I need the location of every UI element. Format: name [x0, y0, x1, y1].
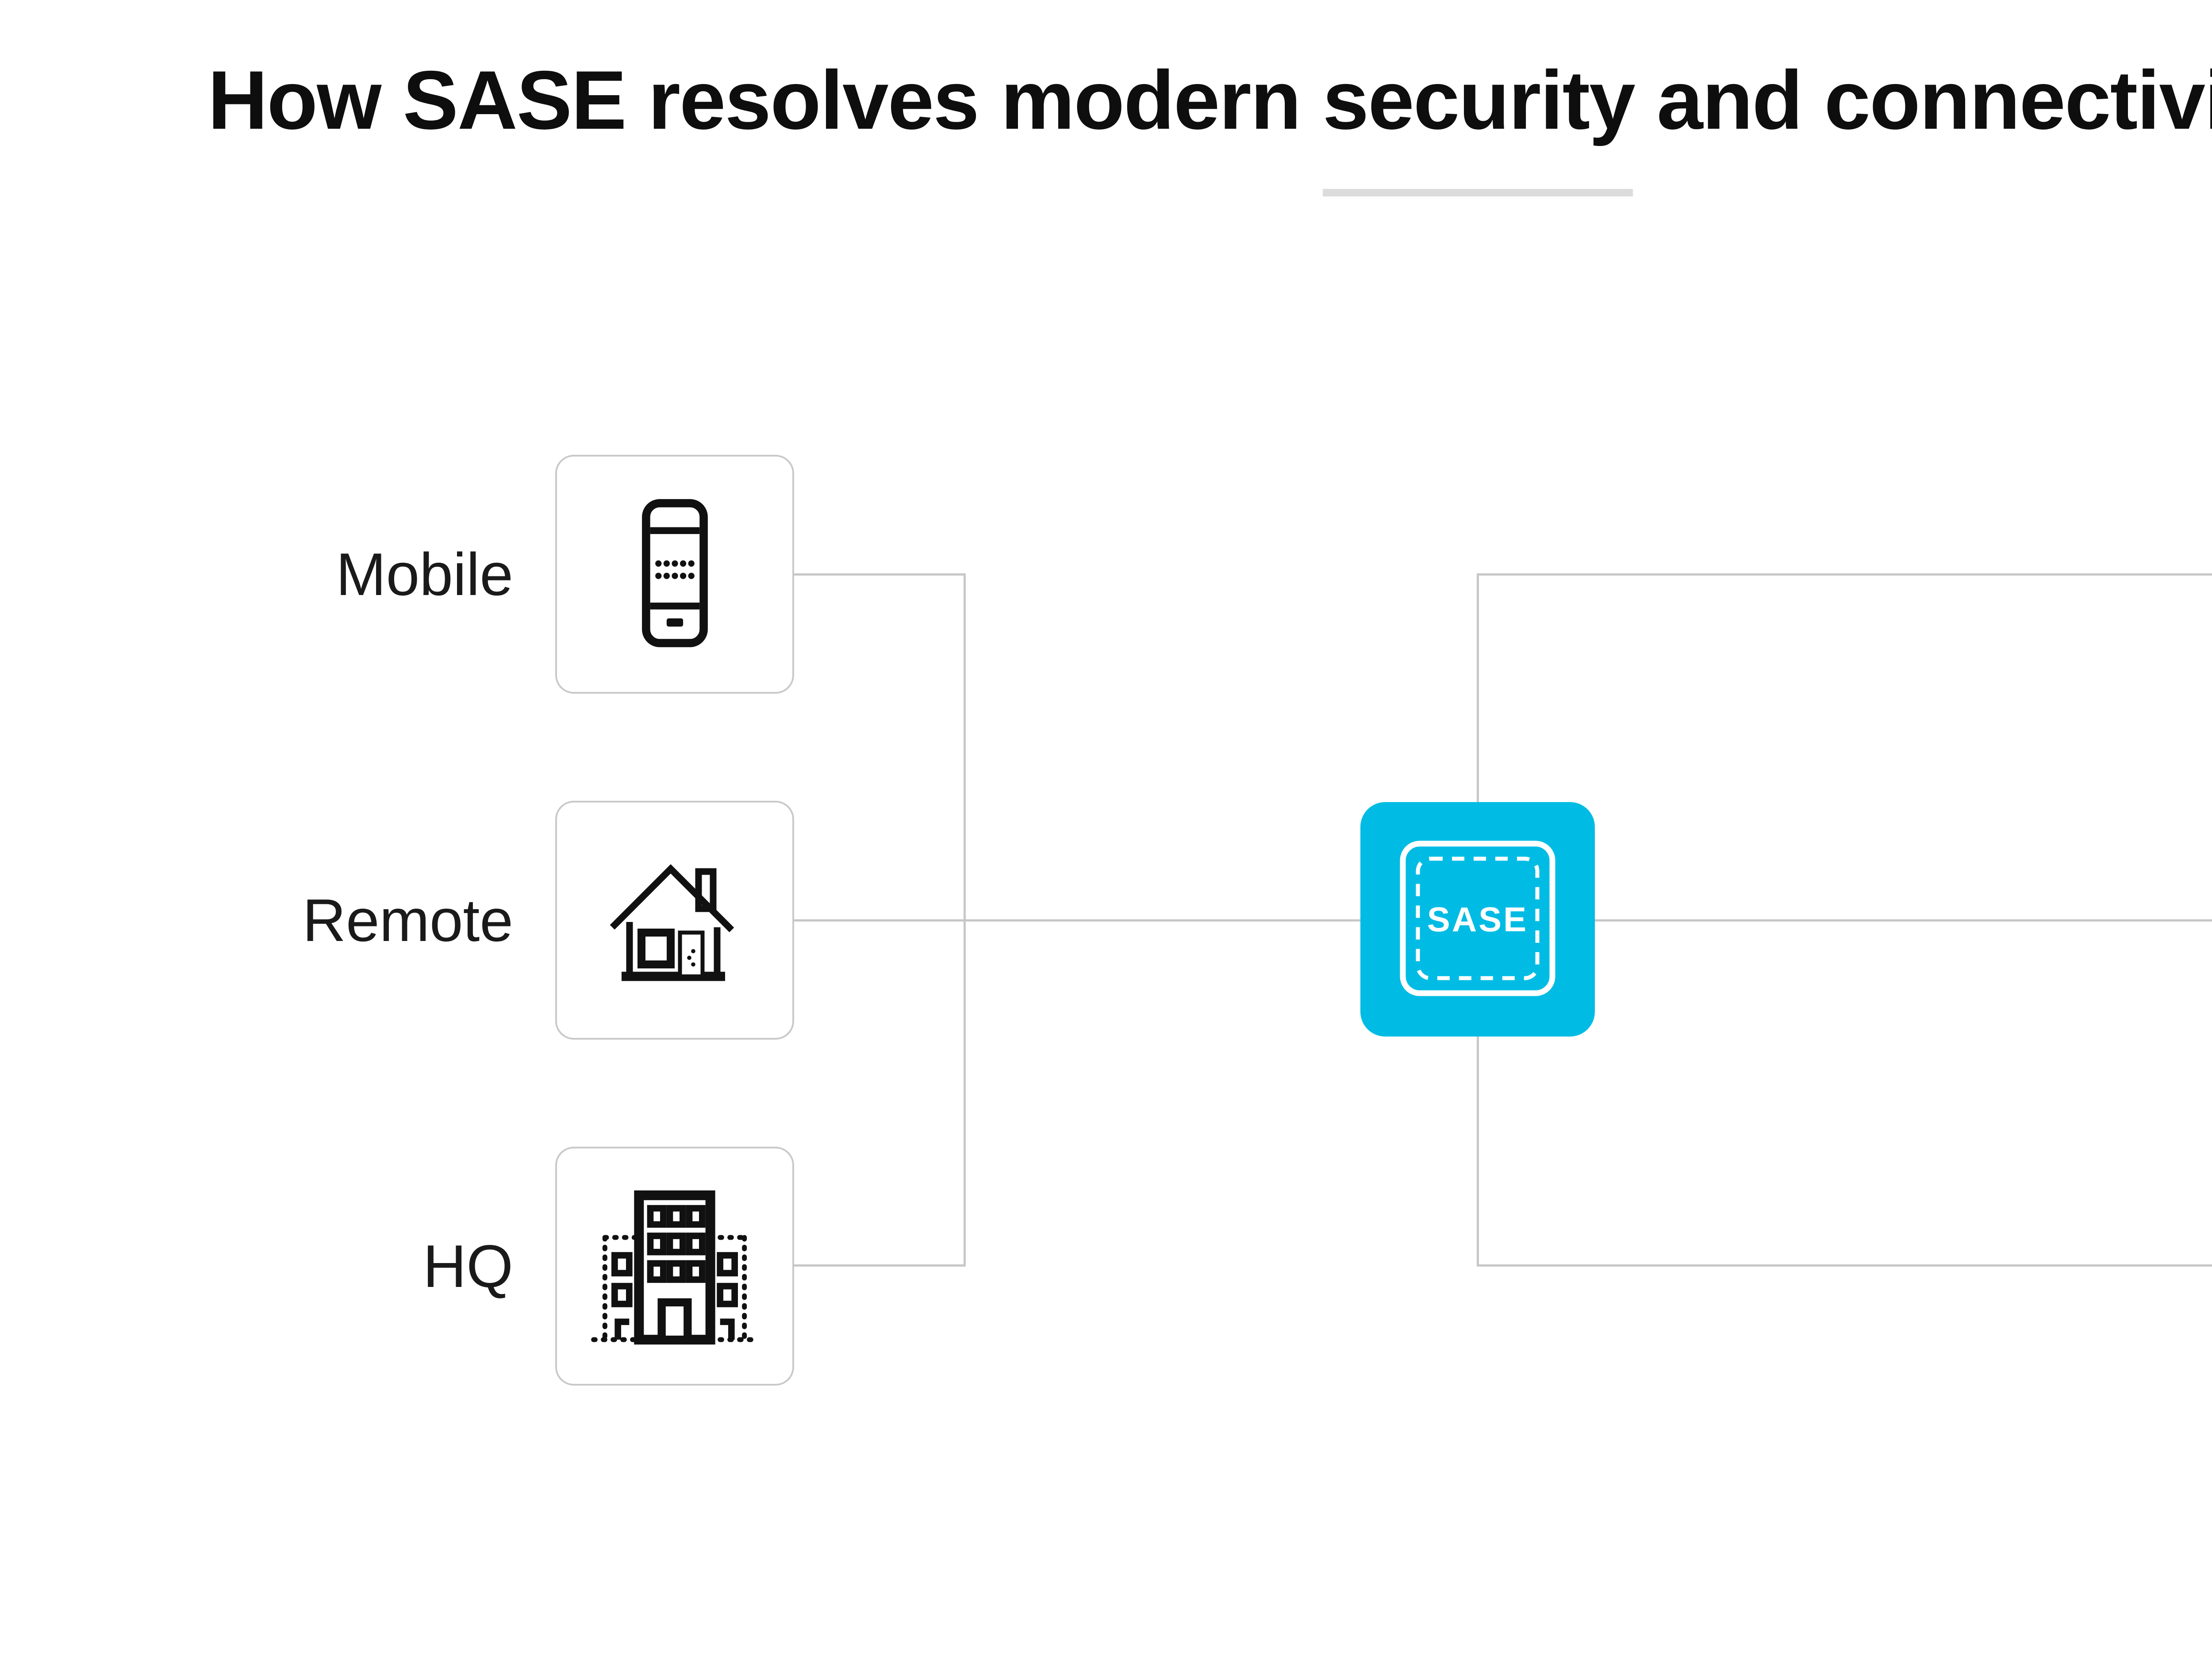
- connector-sase-to-cloud: [1477, 573, 2212, 576]
- connector-sase-to-datacenter-apps: [1477, 1264, 2212, 1267]
- connector-remote-to-sase: [794, 919, 1363, 922]
- connector-hq-to-trunk: [794, 1264, 966, 1267]
- sase-hub-box: SASE: [1360, 802, 1595, 1037]
- remote-label: Remote: [302, 887, 513, 954]
- remote-node-box: [555, 801, 794, 1040]
- hq-label: HQ: [423, 1233, 513, 1300]
- title-underline-divider: [1323, 189, 1633, 196]
- hq-node-box: [555, 1147, 794, 1386]
- connector-sase-to-datacenter: [1595, 919, 2212, 922]
- office-building-icon: [577, 1184, 772, 1348]
- page-title: How SASE resolves modern security and co…: [207, 54, 2212, 146]
- mobile-node-box: [555, 455, 794, 694]
- connector-mobile-to-trunk: [794, 573, 966, 576]
- sase-dashed-frame-icon: [1360, 801, 1595, 1038]
- mobile-label: Mobile: [336, 541, 513, 608]
- smartphone-icon: [641, 498, 709, 651]
- house-icon: [602, 853, 748, 988]
- sase-hub-label: SASE: [1427, 899, 1528, 939]
